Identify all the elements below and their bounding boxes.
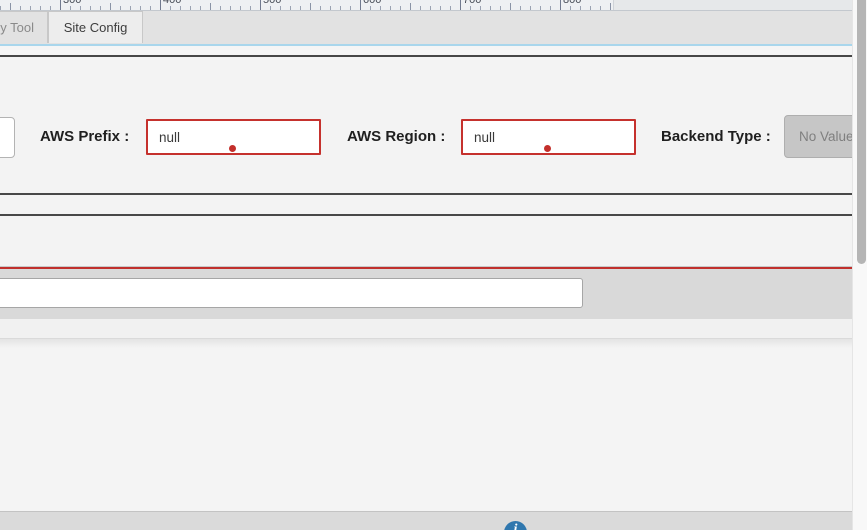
filter-input[interactable]	[0, 278, 583, 308]
ruler-tick	[360, 0, 361, 10]
ruler-tick	[130, 6, 131, 10]
ruler-tick	[120, 6, 121, 10]
ruler-tick	[540, 6, 541, 10]
ruler-tick	[40, 6, 41, 10]
aws-config-form: AWS Prefix : AWS Region : Backend Type :…	[0, 57, 859, 193]
backend-type-value: No Value	[799, 129, 854, 144]
ruler-label: 400	[163, 0, 182, 6]
ruler-tick	[320, 6, 321, 10]
ruler-tick	[160, 0, 161, 10]
ruler-tick	[210, 3, 211, 10]
tab-site-config-label: Site Config	[63, 20, 128, 35]
backend-type-select[interactable]: No Value	[784, 115, 859, 158]
pixel-ruler: 300 400 500 600 700 800	[0, 0, 852, 11]
ruler-tick	[350, 6, 351, 10]
tab-query-tool[interactable]: y Tool	[0, 11, 48, 43]
ruler-ticks: 300 400 500 600 700 800	[0, 0, 614, 10]
ruler-tick	[480, 6, 481, 10]
ruler-tick	[580, 6, 581, 10]
empty-band	[0, 195, 852, 214]
ruler-label: 500	[263, 0, 282, 6]
ruler-tick	[20, 6, 21, 10]
ruler-tick	[600, 6, 601, 10]
ruler-tick	[100, 6, 101, 10]
divider-line-top	[0, 55, 852, 57]
vertical-scrollbar[interactable]	[852, 0, 867, 530]
info-icon[interactable]: i	[504, 521, 527, 530]
backend-type-label: Backend Type :	[661, 128, 771, 145]
cropped-left-input[interactable]	[0, 117, 15, 158]
validation-dot-icon	[229, 145, 236, 152]
ruler-tick	[390, 6, 391, 10]
ruler-tick	[30, 6, 31, 10]
error-divider-line	[0, 266, 852, 269]
lower-content-area	[0, 338, 852, 511]
ruler-tick	[240, 6, 241, 10]
ruler-tick	[340, 6, 341, 10]
ruler-tick	[280, 6, 281, 10]
ruler-label: 300	[63, 0, 82, 6]
ruler-tick	[170, 6, 171, 10]
ruler-tick	[520, 6, 521, 10]
ruler-tick	[410, 3, 411, 10]
ruler-tick	[50, 6, 51, 10]
divider-line	[0, 193, 852, 195]
ruler-tick	[550, 6, 551, 10]
ruler-tick	[560, 0, 561, 10]
ruler-tick	[0, 6, 1, 10]
tab-bar: y Tool Site Config	[0, 11, 852, 46]
ruler-tick	[380, 6, 381, 10]
ruler-tick	[60, 0, 61, 10]
ruler-tick	[10, 3, 11, 10]
ruler-tick	[180, 6, 181, 10]
tab-site-config[interactable]: Site Config	[48, 11, 143, 43]
ruler-tick	[220, 6, 221, 10]
aws-prefix-label: AWS Prefix :	[40, 128, 130, 145]
ruler-tick	[570, 6, 571, 10]
ruler-tick	[270, 6, 271, 10]
ruler-tick	[90, 6, 91, 10]
ruler-tick	[190, 6, 191, 10]
divider-line	[0, 214, 852, 216]
ruler-tick	[70, 6, 71, 10]
tab-content-gap	[0, 46, 852, 55]
ruler-tick	[500, 6, 501, 10]
ruler-tick	[420, 6, 421, 10]
scrollbar-thumb[interactable]	[857, 0, 866, 264]
ruler-tick	[80, 6, 81, 10]
ruler-tick	[470, 6, 471, 10]
ruler-tick	[110, 3, 111, 10]
ruler-tick	[460, 0, 461, 10]
ruler-tick	[590, 6, 591, 10]
ruler-tick	[450, 6, 451, 10]
ruler-tick	[310, 3, 311, 10]
ruler-tick	[200, 6, 201, 10]
ruler-tick	[440, 6, 441, 10]
ruler-tick	[400, 6, 401, 10]
ruler-tick	[230, 6, 231, 10]
aws-region-label: AWS Region :	[347, 128, 446, 145]
ruler-tick	[300, 6, 301, 10]
ruler-tick	[250, 6, 251, 10]
ruler-tick	[510, 3, 511, 10]
ruler-label: 800	[563, 0, 582, 6]
filter-panel	[0, 269, 852, 319]
empty-band	[0, 319, 852, 338]
empty-band	[0, 216, 852, 266]
validation-dot-icon	[544, 145, 551, 152]
ruler-label: 600	[363, 0, 382, 6]
ruler-tick	[140, 6, 141, 10]
ruler-label: 700	[463, 0, 482, 6]
ruler-tick	[150, 6, 151, 10]
ruler-tick	[260, 0, 261, 10]
ruler-tick	[330, 6, 331, 10]
footer-bar: i	[0, 511, 852, 530]
ruler-tick	[490, 6, 491, 10]
ruler-tick	[430, 6, 431, 10]
ruler-tick	[290, 6, 291, 10]
ruler-tick	[370, 6, 371, 10]
tab-query-tool-label: y Tool	[0, 20, 34, 35]
ruler-tick	[530, 6, 531, 10]
ruler-tick	[610, 3, 611, 10]
